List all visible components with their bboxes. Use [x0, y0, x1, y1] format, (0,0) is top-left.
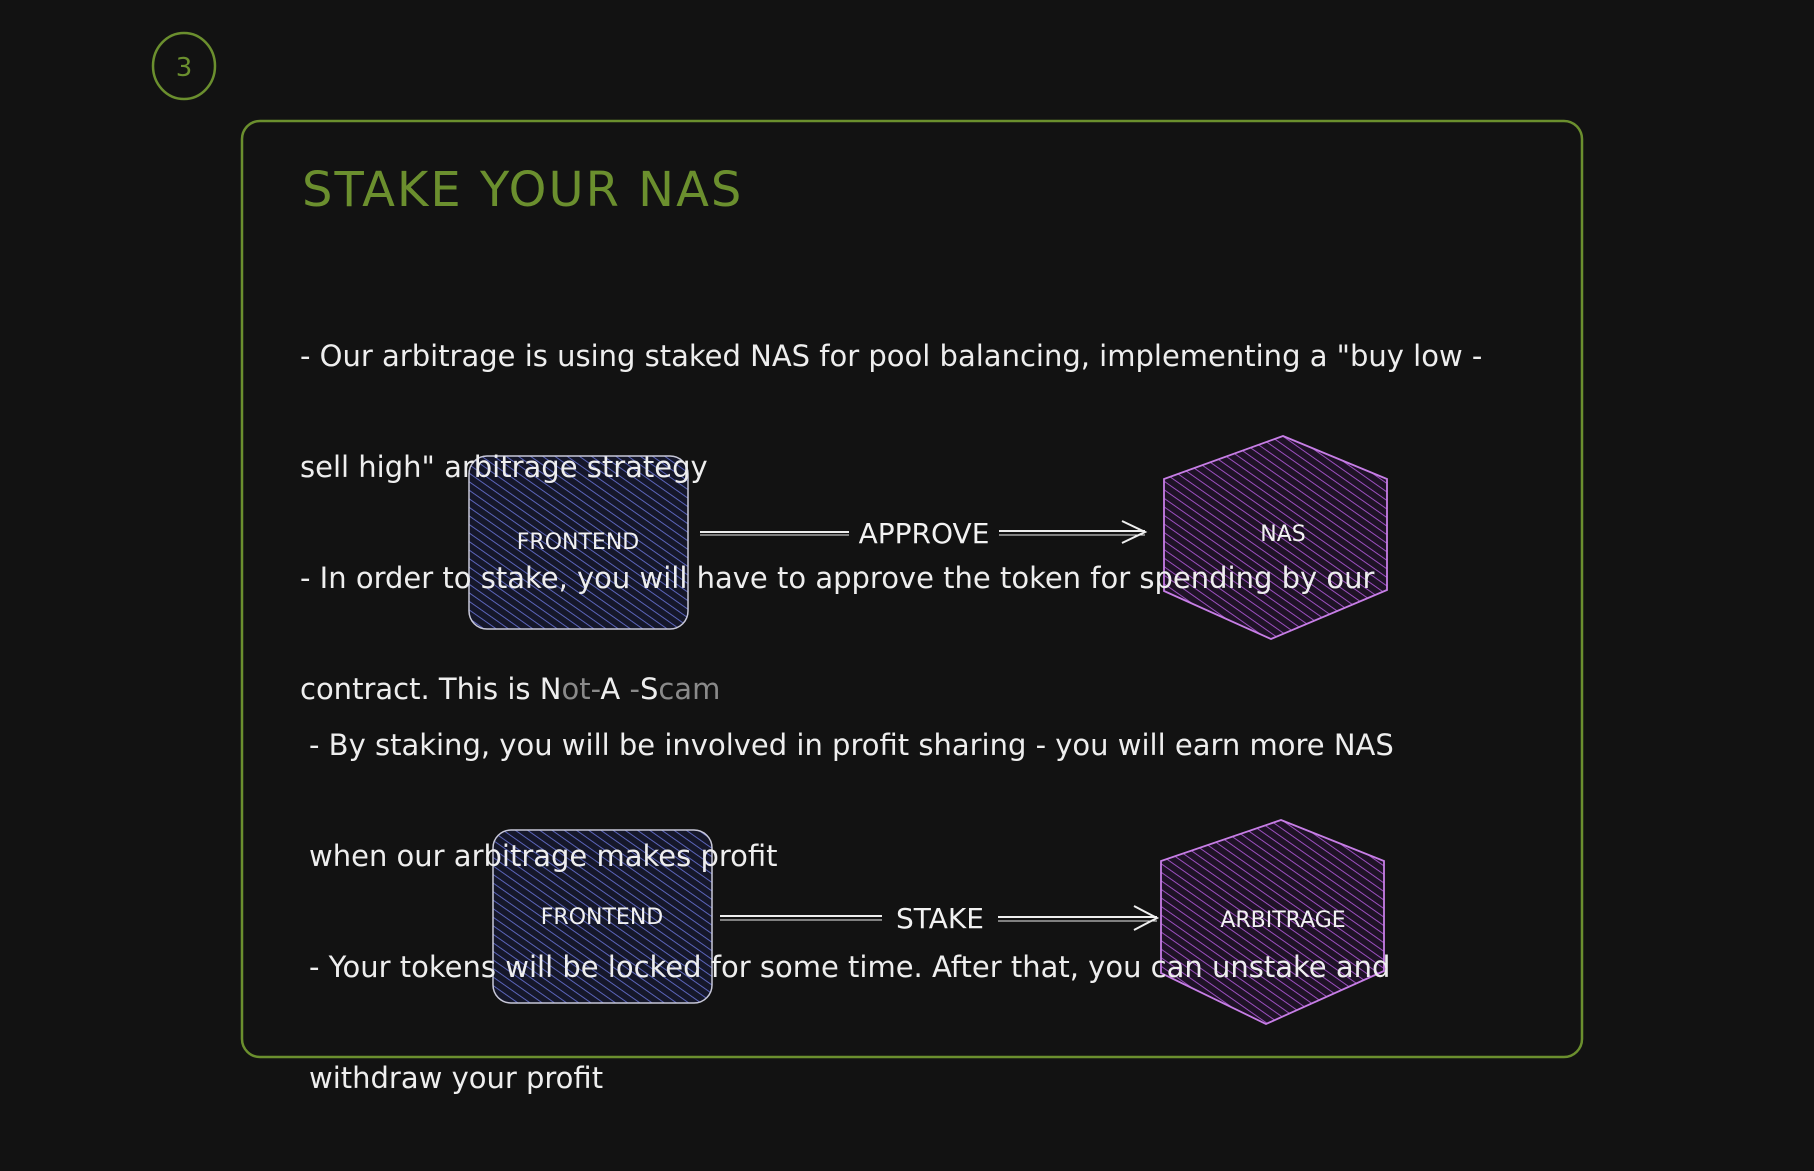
step-number: 3	[176, 53, 193, 83]
paragraph-line: withdraw your profit	[309, 1061, 604, 1095]
edge-label-approve: APPROVE	[859, 517, 990, 550]
paragraph-line: when our arbitrage makes profit	[309, 839, 778, 873]
paragraph-stake: - By staking, you will be involved in pr…	[309, 653, 1579, 1171]
paragraph-line: contract. This is Not-A -Scam	[300, 671, 1570, 708]
arrow-right-icon	[1133, 905, 1160, 931]
text-span: A	[600, 672, 621, 706]
paragraph-line: - By staking, you will be involved in pr…	[309, 728, 1394, 762]
frontend-node-label: FRONTEND	[541, 905, 663, 930]
text-span: N	[539, 672, 562, 706]
arrow-right-icon	[1121, 520, 1148, 544]
text-span: S	[639, 672, 659, 706]
nas-node-label: NAS	[1260, 522, 1305, 547]
diagram-svg: 3 STAKE YOUR NAS FRONTEND APPROVE NAS FR…	[151, 31, 1584, 1059]
step-badge: 3	[151, 31, 217, 101]
page-title: STAKE YOUR NAS	[302, 162, 743, 218]
text-span-dim: ot-	[561, 672, 601, 706]
text-span-dim: cam	[658, 672, 721, 706]
diagram-approve: FRONTEND APPROVE NAS	[468, 435, 1388, 640]
paragraph-line: - Your tokens will be locked for some ti…	[309, 950, 1391, 984]
frontend-node	[468, 455, 689, 630]
canvas: 3 STAKE YOUR NAS FRONTEND APPROVE NAS FR…	[151, 31, 1584, 1095]
card-frame	[240, 119, 1584, 1059]
text-span: contract. This is	[300, 672, 540, 706]
edge-label-stake: STAKE	[896, 902, 984, 935]
step-circle	[151, 31, 217, 101]
arbitrage-node-label: ARBITRAGE	[1220, 908, 1345, 933]
arbitrage-node	[1160, 819, 1385, 1025]
frontend-node-label: FRONTEND	[517, 530, 639, 555]
frontend-node	[492, 829, 713, 1004]
nas-node	[1163, 435, 1388, 640]
diagram-stake: FRONTEND STAKE ARBITRAGE	[492, 819, 1385, 1025]
paragraph-approve: - Our arbitrage is using staked NAS for …	[300, 264, 1570, 782]
paragraph-line: - In order to stake, you will have to ap…	[300, 561, 1375, 595]
paragraph-line: - Our arbitrage is using staked NAS for …	[300, 339, 1483, 373]
paragraph-line: sell high" arbitrage strategy	[300, 450, 708, 484]
text-span-dim: -	[620, 672, 640, 706]
